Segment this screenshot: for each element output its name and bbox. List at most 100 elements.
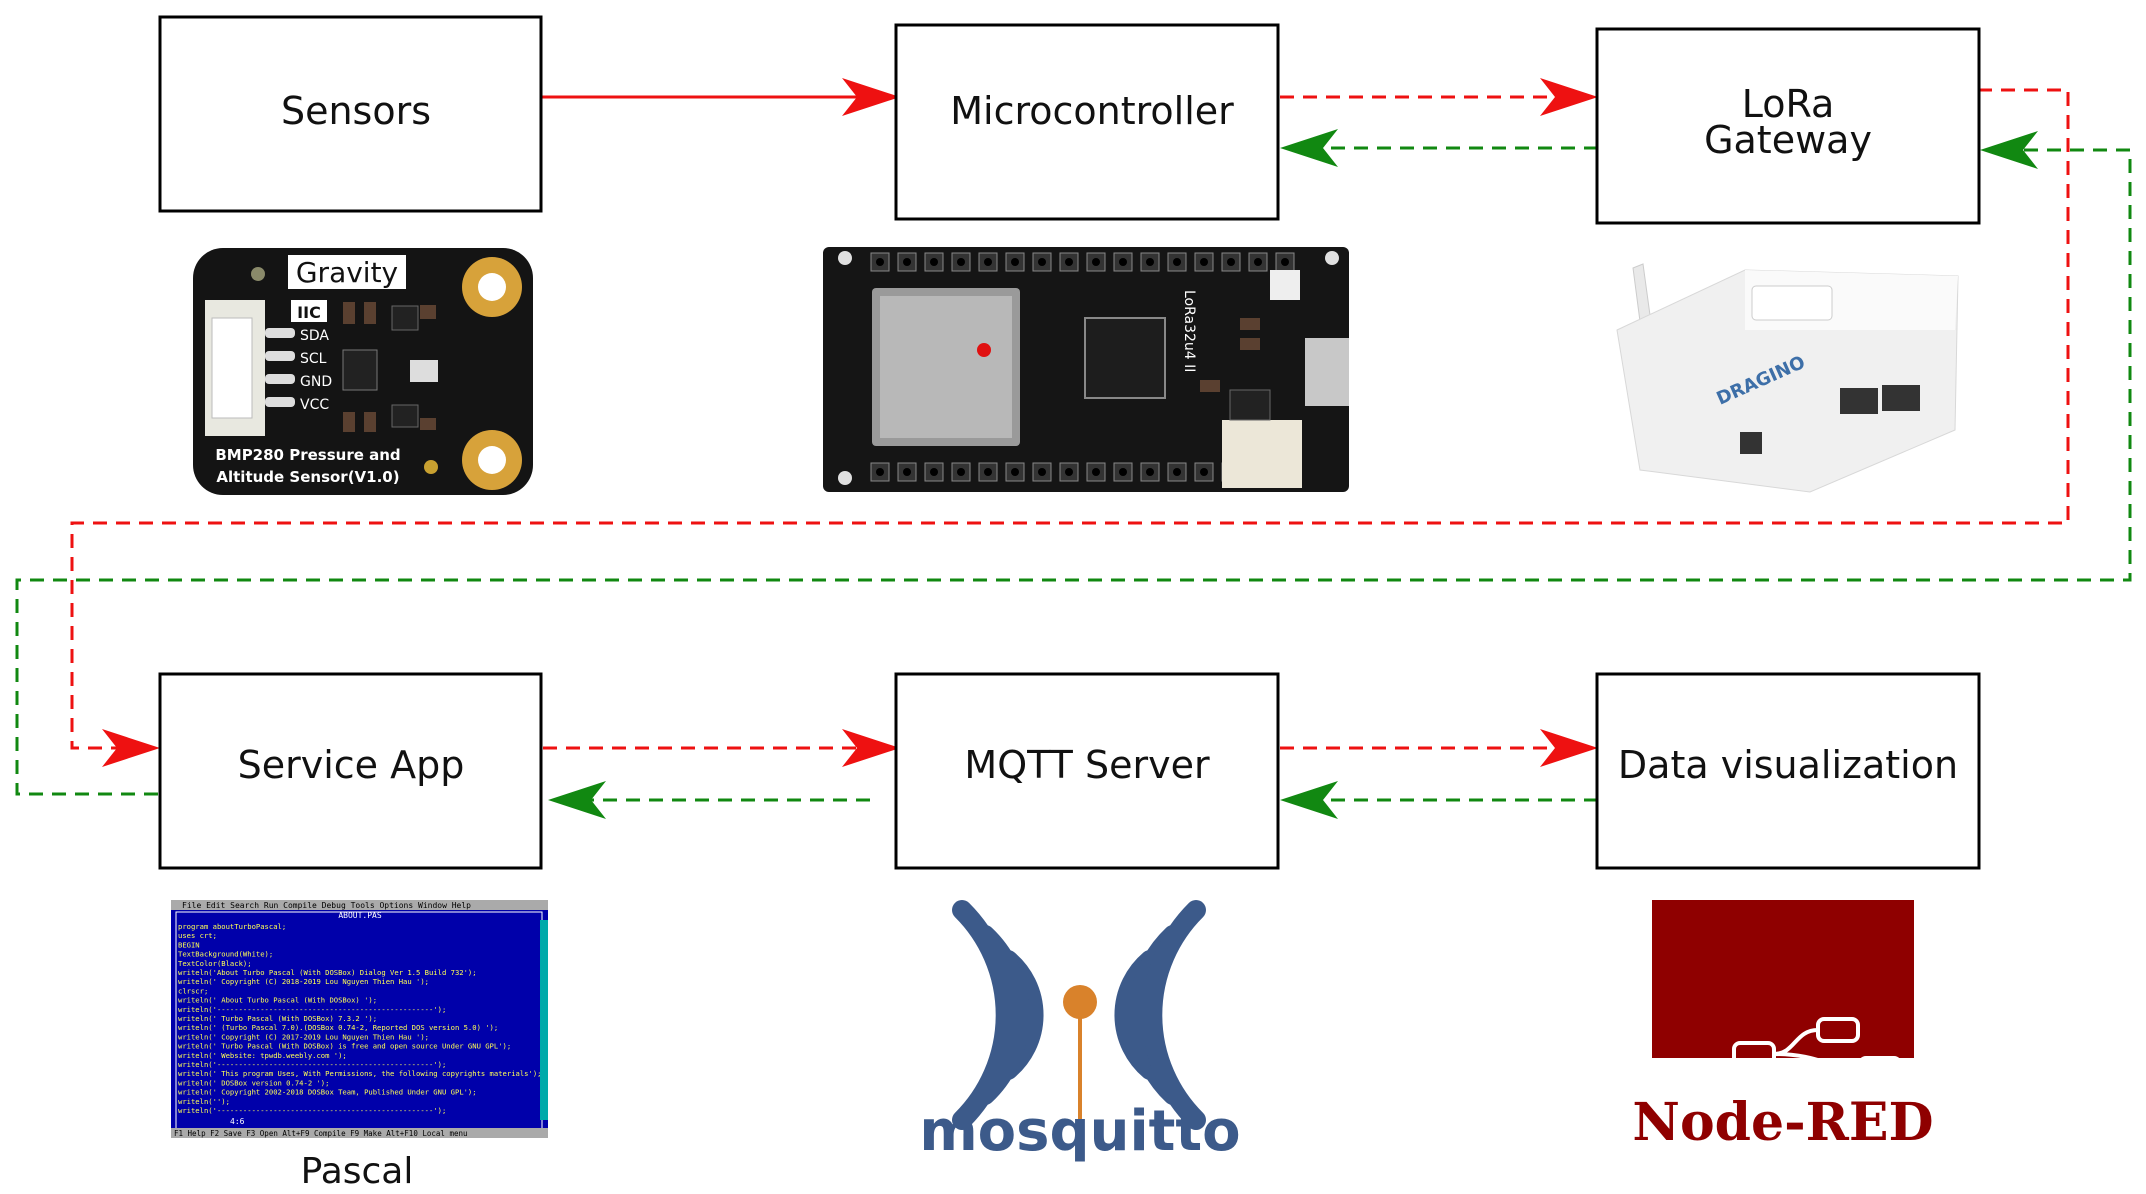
pascal-code-line: writeln(' About Turbo Pascal (With DOSBo…: [178, 996, 377, 1005]
pascal-code-line: writeln('-------------------------------…: [178, 1106, 446, 1115]
mosquitto-waves-icon: [952, 900, 1206, 1130]
pascal-status: 4:6: [230, 1117, 245, 1126]
board-pin-hole: [1146, 258, 1154, 266]
board-pin-hole: [903, 468, 911, 476]
board-pin-hole: [930, 258, 938, 266]
turbo-pascal-screenshot: File Edit Search Run Compile Debug Tools…: [171, 900, 548, 1138]
board-pin-hole: [1200, 468, 1208, 476]
board-pin-hole: [876, 468, 884, 476]
data-visualization-label: Data visualization: [1618, 743, 1958, 787]
board-pin-hole: [1146, 468, 1154, 476]
board-pin-hole: [1011, 258, 1019, 266]
microcontroller-label: Microcontroller: [950, 89, 1234, 133]
gateway-label-line2: Gateway: [1704, 118, 1872, 162]
pascal-code-line: BEGIN: [178, 940, 200, 949]
board-pin-hole: [1173, 468, 1181, 476]
node-red-flow-icon: [1732, 1017, 1902, 1082]
pascal-code-line: clrscr;: [178, 986, 208, 995]
mosquitto-logo: mosquitto: [919, 900, 1241, 1164]
arrow-service-app-to-mqtt: [543, 729, 900, 767]
pascal-code-line: writeln('-------------------------------…: [178, 1005, 446, 1014]
gateway-label-line1: LoRa: [1742, 82, 1835, 126]
pascal-code-line: writeln(' (Turbo Pascal 7.0).(DOSBox 0.7…: [178, 1023, 498, 1032]
arrow-sensors-to-microcontroller: [541, 78, 900, 116]
sensors-box: Sensors: [158, 15, 543, 213]
pascal-footer: F1 Help F2 Save F3 Open Alt+F9 Compile F…: [174, 1129, 468, 1138]
arrow-gateway-to-microcontroller: [1280, 129, 1598, 167]
dragino-gateway-image: DRAGINO: [1616, 263, 1959, 493]
pascal-code-line: writeln('');: [178, 1097, 230, 1106]
sensor-brand: Gravity: [296, 256, 398, 289]
board-pin-hole: [1119, 258, 1127, 266]
pascal-code-line: writeln(' Turbo Pascal (With DOSBox) 7.3…: [178, 1014, 377, 1023]
pascal-code-line: writeln(' Copyright 2002-2018 DOSBox Tea…: [178, 1088, 477, 1097]
sensor-name-line2: Altitude Sensor(V1.0): [216, 468, 399, 486]
mosquitto-wordmark: mosquitto: [919, 1099, 1240, 1164]
node-red-logo: Node-RED: [1632, 900, 1934, 1153]
board-pin-hole: [957, 258, 965, 266]
board-pin-hole: [1065, 468, 1073, 476]
mqtt-server-label: MQTT Server: [964, 743, 1210, 787]
pascal-code-line: writeln(' This program Uses, With Permis…: [178, 1069, 542, 1078]
arrow-mqtt-to-data-visualization: [1280, 729, 1598, 767]
bmp280-sensor-image: Gravity IIC SDA SCL GND VCC BMP280 Press…: [193, 248, 533, 495]
board-pin-hole: [1038, 258, 1046, 266]
pascal-code-line: writeln(' Turbo Pascal (With DOSBox) is …: [178, 1042, 511, 1051]
pascal-code-line: writeln(' DOSBox version 0.74-2 ');: [178, 1078, 329, 1087]
service-app-box: Service App: [158, 672, 543, 870]
board-pin-hole: [1281, 258, 1289, 266]
board-pin-hole: [1119, 468, 1127, 476]
pascal-code-line: TextBackground(White);: [178, 950, 273, 959]
board-pin-hole: [1227, 258, 1235, 266]
arrow-data-visualization-to-mqtt: [1280, 781, 1598, 819]
arrow-gateway-to-service-app: [70, 88, 2070, 767]
service-app-label: Service App: [238, 743, 465, 787]
lora32u4-board-image: LoRa32u4 II: [823, 247, 1349, 492]
sensor-iic: IIC: [297, 303, 321, 322]
board-label: LoRa32u4 II: [1181, 290, 1197, 372]
pascal-caption: Pascal: [301, 1151, 414, 1192]
pascal-code-line: writeln(' Website: tpwdb.weebly.com ');: [178, 1051, 347, 1060]
pascal-code-lines: program aboutTurboPascal;uses crt;BEGINT…: [178, 922, 542, 1115]
board-pin-hole: [1092, 468, 1100, 476]
arrow-mqtt-to-service-app: [548, 781, 870, 819]
lora-gateway-box: LoRa Gateway: [1595, 27, 1981, 225]
pascal-code-line: uses crt;: [178, 931, 217, 940]
pascal-code-line: TextColor(Black);: [178, 959, 252, 968]
sensors-label: Sensors: [281, 89, 431, 133]
mqtt-server-box: MQTT Server: [894, 672, 1280, 870]
pascal-code-line: writeln(' Copyright (C) 2018-2019 Lou Ng…: [178, 977, 429, 986]
board-pin-hole: [1254, 258, 1262, 266]
node-red-wordmark: Node-RED: [1632, 1092, 1933, 1153]
pascal-menu-bar: File Edit Search Run Compile Debug Tools…: [182, 901, 471, 910]
sensor-pin-sda: SDA: [300, 328, 329, 344]
arrow-microcontroller-to-gateway: [1280, 78, 1598, 116]
board-pin-hole: [1038, 468, 1046, 476]
data-visualization-box: Data visualization: [1595, 672, 1981, 870]
board-pin-hole: [957, 468, 965, 476]
board-pin-header-top: [870, 252, 1295, 272]
board-pin-hole: [930, 468, 938, 476]
pascal-code-line: writeln('-------------------------------…: [178, 1060, 446, 1069]
pascal-code-line: writeln(' Copyright (C) 2017-2019 Lou Ng…: [178, 1032, 429, 1041]
board-pin-hole: [984, 258, 992, 266]
board-pin-hole: [1200, 258, 1208, 266]
board-pin-hole: [1011, 468, 1019, 476]
sensor-pin-gnd: GND: [300, 374, 332, 390]
board-pin-hole: [1092, 258, 1100, 266]
pascal-code-line: writeln('About Turbo Pascal (With DOSBox…: [178, 968, 477, 977]
board-pin-hole: [903, 258, 911, 266]
sensor-pin-vcc: VCC: [300, 397, 329, 413]
sensor-pin-labels: SDA SCL GND VCC: [265, 328, 332, 413]
board-pin-hole: [876, 258, 884, 266]
pascal-window-title: ABOUT.PAS: [338, 911, 382, 920]
sensor-pin-scl: SCL: [300, 351, 327, 367]
arrow-service-app-to-gateway: [15, 131, 2132, 796]
sensor-name-line1: BMP280 Pressure and: [215, 446, 400, 464]
board-pin-hole: [984, 468, 992, 476]
pascal-code-line: program aboutTurboPascal;: [178, 922, 286, 931]
board-pin-hole: [1065, 258, 1073, 266]
board-pin-hole: [1173, 258, 1181, 266]
board-pin-header-bottom: [870, 462, 1295, 482]
